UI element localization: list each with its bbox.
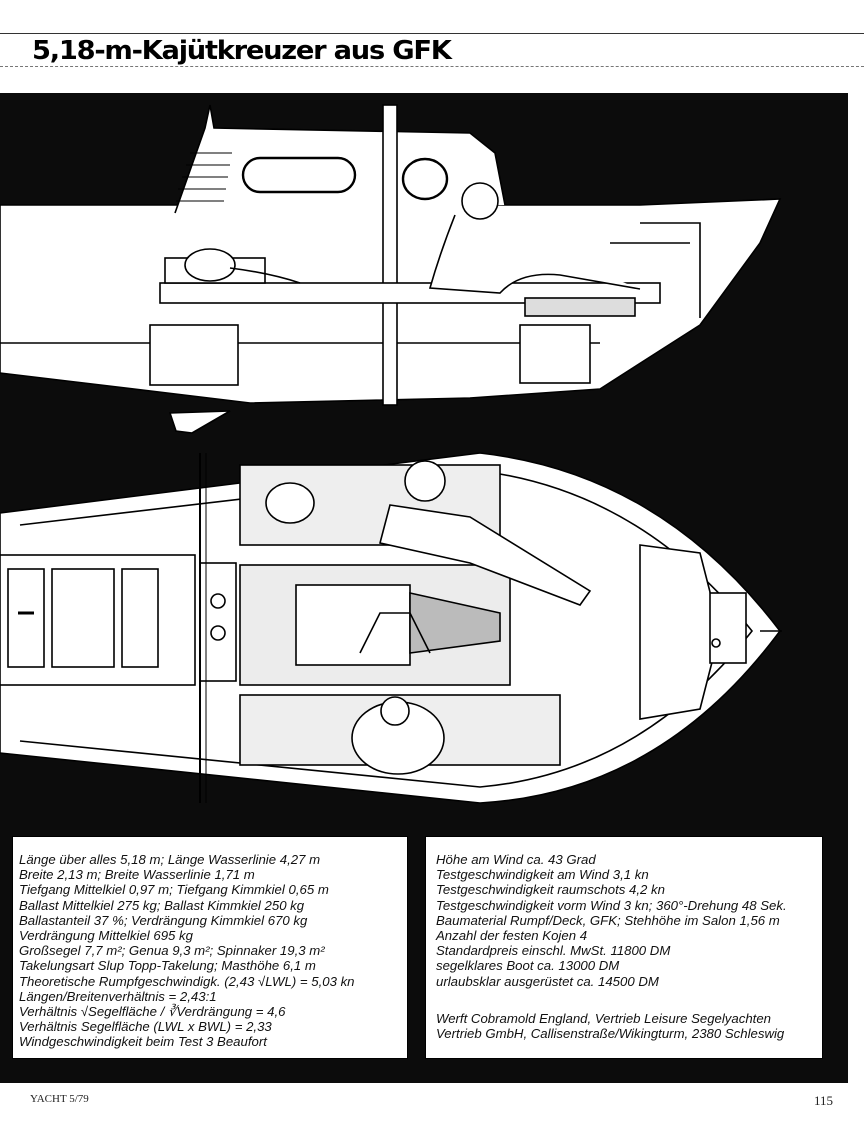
spec-line: Längen/Breitenverhältnis = 2,43:1 [19, 988, 217, 1004]
spec-line: Windgeschwindigkeit beim Test 3 Beaufort [19, 1034, 267, 1050]
spec-line: urlaubsklar ausgerüstet ca. 14500 DM [436, 973, 659, 989]
header-rule-top [0, 33, 864, 34]
page-headline: 5,18-m-Kajütkreuzer aus GFK [32, 36, 452, 66]
spec-line: Tiefgang Mittelkiel 0,97 m; Tiefgang Kim… [19, 882, 329, 898]
boat-plan-view-drawing [0, 452, 782, 804]
publication-label: YACHT 5/79 [30, 1093, 89, 1105]
spec-line: segelklares Boot ca. 13000 DM [436, 958, 620, 974]
manufacturer-line: Vertrieb GmbH, Callisenstraße/Wikingturm… [436, 1026, 785, 1042]
spec-line: Testgeschwindigkeit vorm Wind 3 kn; 360°… [436, 897, 787, 913]
spec-line: Testgeschwindigkeit am Wind 3,1 kn [436, 867, 649, 883]
spec-box-performance: Höhe am Wind ca. 43 Grad Testgeschwindig… [425, 836, 823, 1059]
spec-line: Verhältnis Segelfläche (LWL x BWL) = 2,3… [19, 1019, 272, 1035]
spec-line: Anzahl der festen Kojen 4 [436, 928, 588, 944]
boat-side-profile-drawing [0, 104, 782, 434]
spec-line: Länge über alles 5,18 m; Länge Wasserlin… [19, 852, 321, 867]
spec-line: Großsegel 7,7 m²; Genua 9,3 m²; Spinnake… [19, 943, 325, 959]
spec-line: Standardpreis einschl. MwSt. 11800 DM [436, 943, 671, 959]
spec-line: Theoretische Rumpfgeschwindigk. (2,43 √L… [19, 973, 355, 989]
spec-line: Verhältnis √Segelfläche / ∛Verdrängung =… [19, 1004, 286, 1020]
spec-spacer [436, 989, 814, 1011]
spec-line: Verdrängung Mittelkiel 695 kg [19, 928, 193, 944]
spec-box-dimensions: Länge über alles 5,18 m; Länge Wasserlin… [12, 836, 408, 1059]
spec-line: Ballast Mittelkiel 275 kg; Ballast Kimmk… [19, 897, 305, 913]
spec-line: Baumaterial Rumpf/Deck, GFK; Stehhöhe im… [436, 912, 780, 928]
spec-line: Höhe am Wind ca. 43 Grad [436, 852, 596, 867]
spec-line: Ballastanteil 37 %; Verdrängung Kimmkiel… [19, 912, 308, 928]
boat-illustration [0, 104, 782, 804]
manufacturer-line: Werft Cobramold England, Vertrieb Leisur… [436, 1010, 771, 1026]
header-rule-bottom [0, 66, 864, 67]
page-number: 115 [814, 1093, 834, 1108]
spec-line: Testgeschwindigkeit raumschots 4,2 kn [436, 882, 665, 898]
spec-line: Takelungsart Slup Topp-Takelung; Masthöh… [19, 958, 316, 974]
spec-line: Breite 2,13 m; Breite Wasserlinie 1,71 m [19, 867, 255, 883]
